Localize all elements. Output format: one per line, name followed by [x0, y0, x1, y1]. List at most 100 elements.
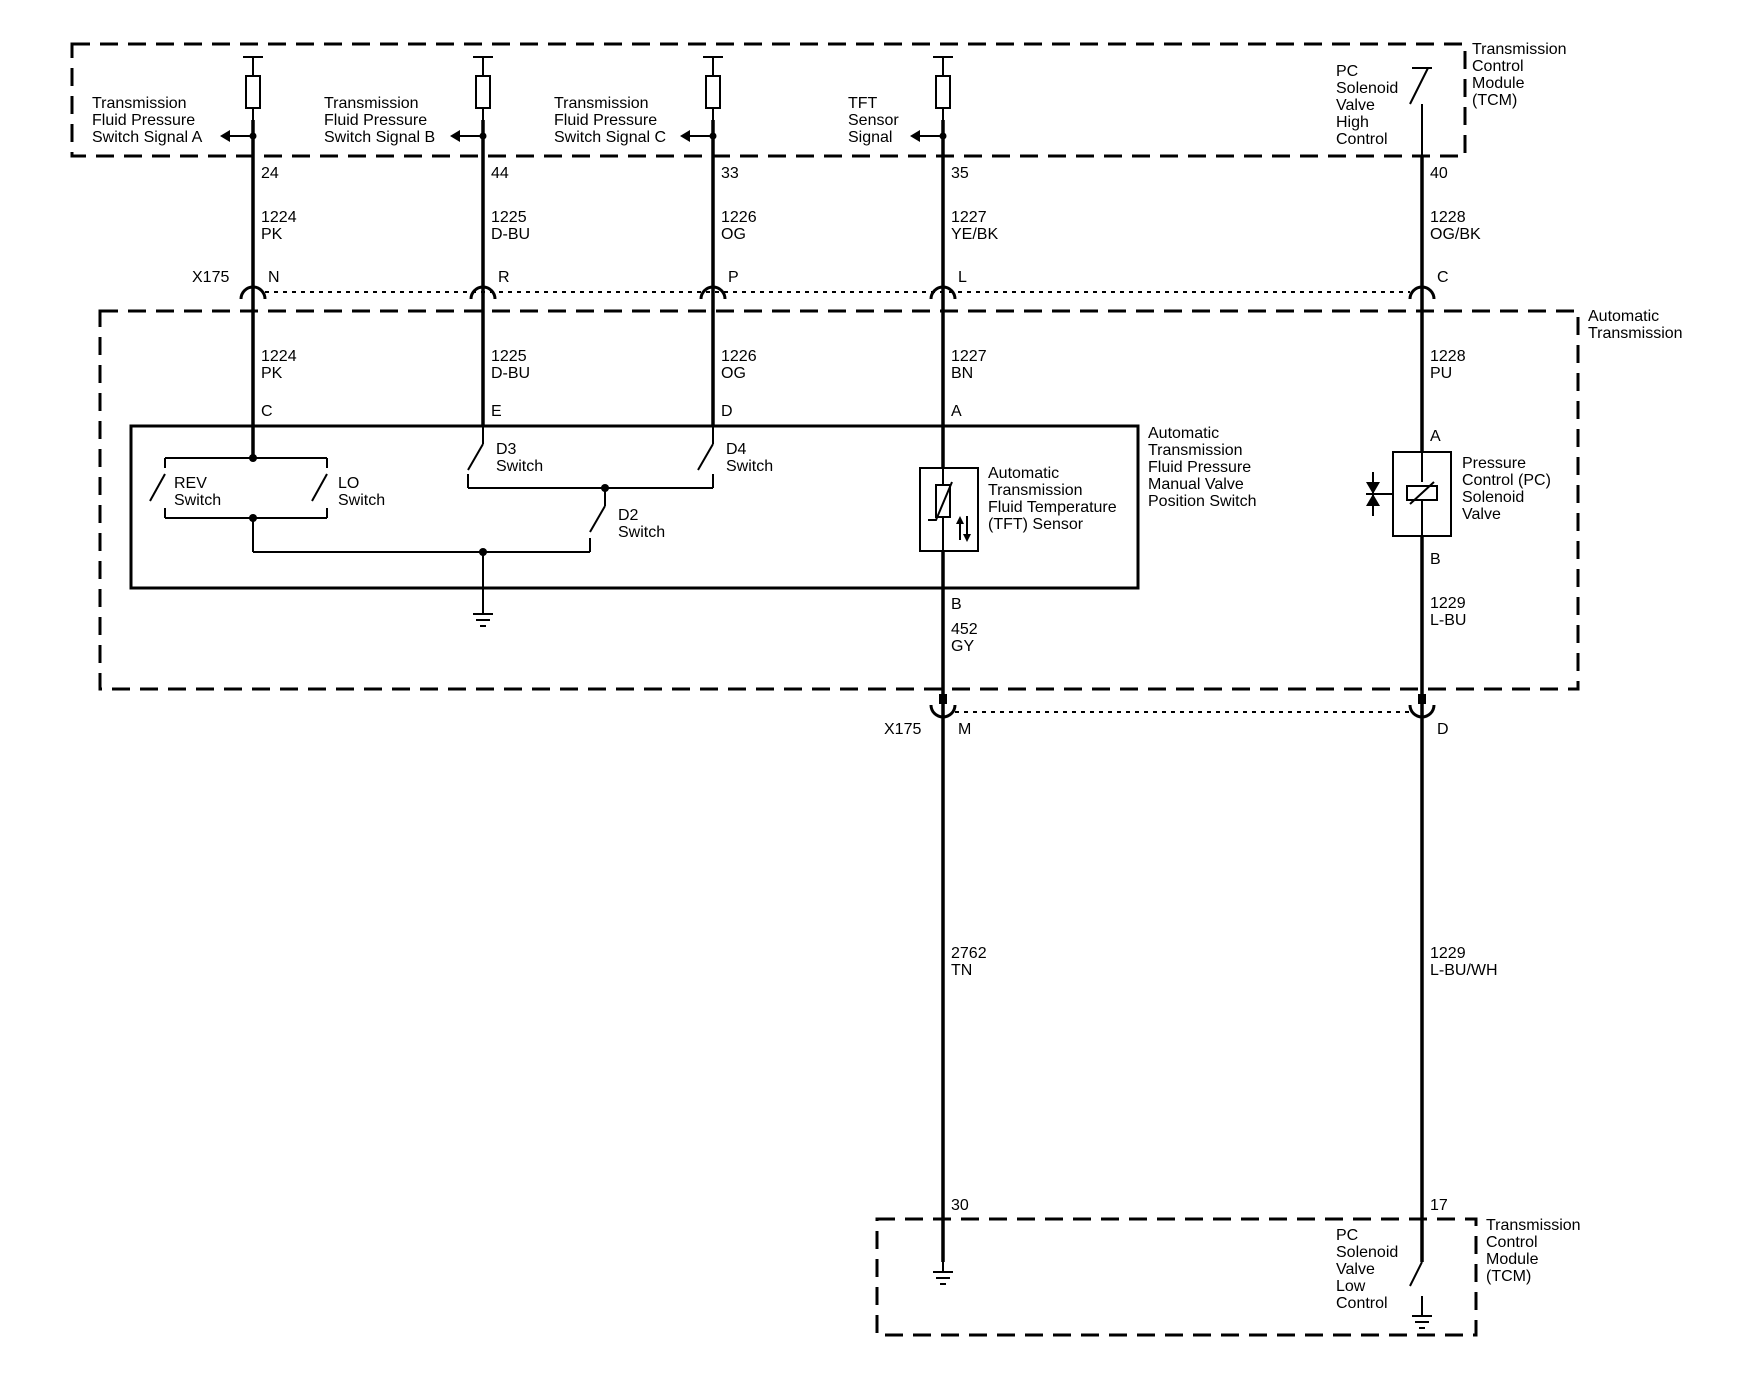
valve-switch-label-5: Position Switch	[1148, 493, 1257, 510]
inner-circuit-1228: 1228	[1430, 348, 1466, 365]
valve-switch-label-4: Manual Valve	[1148, 476, 1244, 493]
tcm-top-label-3: Module	[1472, 75, 1525, 92]
upper-color-1228: OG/BK	[1430, 226, 1481, 243]
tcm-pullup-c	[703, 56, 723, 120]
tcm-top-box	[70, 42, 1467, 158]
tft-sensor-label-3: Fluid Temperature	[988, 499, 1117, 516]
rev-switch-blade	[149, 473, 166, 502]
inner-color-1227: BN	[951, 365, 973, 382]
tcm-bottom-label: Transmission Control Module (TCM)	[1486, 1217, 1581, 1285]
inner-color-1228: PU	[1430, 365, 1452, 382]
signal-a-line-1: Transmission	[92, 95, 187, 112]
solenoid-out-color: L-BU	[1430, 612, 1466, 629]
x175-pin-c: C	[1437, 269, 1449, 286]
x175-pin-l: L	[958, 269, 967, 286]
signal-b-line-2: Fluid Pressure	[324, 112, 427, 129]
upper-wire-label-1227: 1227 YE/BK	[951, 209, 998, 243]
tcm-bottom-label-4: (TCM)	[1486, 1268, 1531, 1285]
lo-label-1: LO	[338, 475, 359, 492]
d4-label-2: Switch	[726, 458, 773, 475]
inner-color-1226: OG	[721, 365, 746, 382]
solenoid-out-circuit: 1229	[1430, 595, 1466, 612]
x175-top-label: X175	[192, 269, 229, 286]
pc-solenoid-label-1: Pressure	[1462, 455, 1526, 472]
pc-high-line-5: Control	[1336, 131, 1388, 148]
inner-color-1225: D-BU	[491, 365, 530, 382]
signal-label-b: Transmission Fluid Pressure Switch Signa…	[324, 95, 435, 146]
tft-sensor-icon	[919, 467, 979, 552]
valve-position-switch-box	[129, 424, 1140, 590]
inner-color-1224: PK	[261, 365, 283, 382]
upper-color-1224: PK	[261, 226, 283, 243]
tcm-top-label: Transmission Control Module (TCM)	[1472, 41, 1567, 109]
x175-bottom-pin-d-mark	[1418, 694, 1426, 704]
upper-color-1225: D-BU	[491, 226, 530, 243]
signal-b-line-1: Transmission	[324, 95, 419, 112]
signal-label-a: Transmission Fluid Pressure Switch Signa…	[92, 95, 203, 146]
sensor-ground-color: GY	[951, 638, 974, 655]
signal-a-line-3: Switch Signal A	[92, 129, 203, 146]
switch-pin-c: C	[261, 403, 273, 420]
upper-color-1226: OG	[721, 226, 746, 243]
rev-label-1: REV	[174, 475, 207, 492]
upper-color-1227: YE/BK	[951, 226, 998, 243]
valve-switch-label-1: Automatic	[1148, 425, 1219, 442]
signal-c-line-2: Fluid Pressure	[554, 112, 657, 129]
tcm-pin-40: 40	[1430, 165, 1448, 182]
pc-high-line-2: Solenoid	[1336, 80, 1398, 97]
tcm-pin-35: 35	[951, 165, 969, 182]
rev-label-2: Switch	[174, 492, 221, 509]
tcm-pin-30: 30	[951, 1197, 969, 1214]
x175-bottom-cavity-d	[1408, 704, 1436, 719]
rev-lo-switch-network	[149, 454, 590, 556]
signal-c-line-3: Switch Signal C	[554, 129, 666, 146]
tft-sensor-label-2: Transmission	[988, 482, 1083, 499]
upper-circuit-1226: 1226	[721, 209, 757, 226]
inner-wire-label-1228: 1228 PU	[1430, 348, 1466, 382]
switch-pin-e: E	[491, 403, 502, 420]
signal-label-pc-high: PC Solenoid Valve High Control	[1336, 63, 1398, 148]
d3-label-1: D3	[496, 441, 517, 458]
tft-sensor-label-1: Automatic	[988, 465, 1059, 482]
d4-switch	[697, 426, 714, 488]
pc-solenoid-label: Pressure Control (PC) Solenoid Valve	[1462, 455, 1551, 523]
valve-switch-label-3: Fluid Pressure	[1148, 459, 1251, 476]
d2-label-2: Switch	[618, 524, 665, 541]
upper-wire-label-1226: 1226 OG	[721, 209, 757, 243]
tcm-pin-44: 44	[491, 165, 509, 182]
x175-pin-n: N	[268, 269, 280, 286]
tcm-bottom-ground-30	[933, 1262, 953, 1285]
sensor-pin-b: B	[951, 596, 962, 613]
tcm-pin-17: 17	[1430, 1197, 1448, 1214]
upper-circuit-1227: 1227	[951, 209, 987, 226]
tcm-bottom-box	[875, 1217, 1478, 1337]
lo-switch-blade	[311, 473, 328, 502]
solenoid-pin-b: B	[1430, 551, 1441, 568]
lo-switch-label: LO Switch	[338, 475, 385, 509]
d2-label-1: D2	[618, 507, 639, 524]
x175-top-cavity-p	[699, 285, 727, 300]
x175-top-cavity-c	[1408, 285, 1436, 300]
tcm-pin-33: 33	[721, 165, 739, 182]
lo-label-2: Switch	[338, 492, 385, 509]
solenoid-pin-a: A	[1430, 428, 1441, 445]
signal-c-line-1: Transmission	[554, 95, 649, 112]
d3-switch-label: D3 Switch	[496, 441, 543, 475]
switch-pin-d: D	[721, 403, 733, 420]
tcm-bottom-label-2: Control	[1486, 1234, 1538, 1251]
d2-switch	[589, 484, 609, 552]
tcm-top-label-4: (TCM)	[1472, 92, 1517, 109]
pc-solenoid-label-4: Valve	[1462, 506, 1501, 523]
tft-sensor-label-4: (TFT) Sensor	[988, 516, 1084, 533]
lower-color-2762: TN	[951, 962, 972, 979]
pc-low-line-3: Valve	[1336, 1261, 1375, 1278]
d3-label-2: Switch	[496, 458, 543, 475]
signal-tft-line-1: TFT	[848, 95, 878, 112]
sensor-ground-circuit: 452	[951, 621, 978, 638]
upper-wire-label-1224: 1224 PK	[261, 209, 297, 243]
signal-arrow-tft	[910, 130, 947, 142]
d3-switch	[467, 426, 713, 489]
inner-circuit-1225: 1225	[491, 348, 527, 365]
automatic-transmission-label: Automatic Transmission	[1588, 308, 1683, 342]
